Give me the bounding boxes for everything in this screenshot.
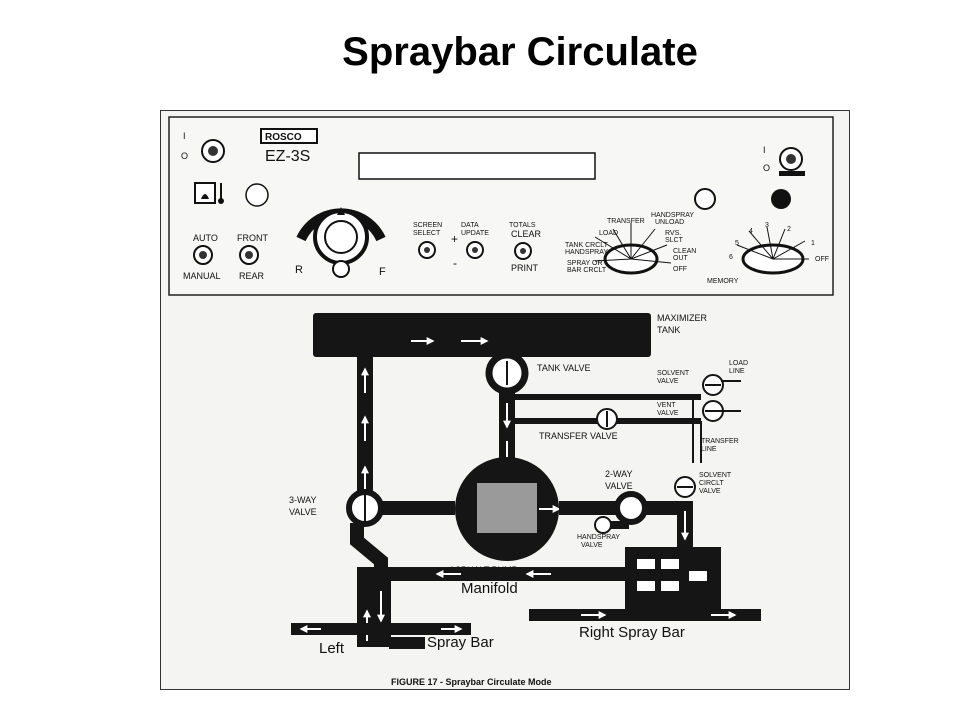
svg-text:R: R xyxy=(295,264,303,276)
svg-text:6: 6 xyxy=(729,254,733,261)
svg-text:BAR CRCLT: BAR CRCLT xyxy=(567,267,607,274)
plus-sign: + xyxy=(451,232,458,246)
svg-text:LINE: LINE xyxy=(701,446,717,453)
data-update-switch[interactable]: DATA UPDATE xyxy=(461,222,489,259)
power-switch-left[interactable]: I O xyxy=(181,131,225,163)
svg-text:3-WAY: 3-WAY xyxy=(289,495,317,505)
svg-text:Manifold: Manifold xyxy=(461,580,518,597)
svg-text:Left: Left xyxy=(319,640,345,657)
svg-text:AUTO: AUTO xyxy=(193,233,218,243)
svg-text:TANK VALVE: TANK VALVE xyxy=(537,363,591,373)
svg-text:LOAD: LOAD xyxy=(599,230,618,237)
manifold-pipe xyxy=(357,567,647,581)
maximizer-tank xyxy=(313,313,651,357)
auto-manual-switch[interactable]: AUTO MANUAL xyxy=(183,233,221,281)
svg-text:O: O xyxy=(181,151,188,161)
svg-text:HANDSPRAY: HANDSPRAY xyxy=(651,212,694,219)
svg-text:TANK CRCLT: TANK CRCLT xyxy=(565,242,609,249)
svg-text:VALVE: VALVE xyxy=(657,410,679,417)
svg-text:ROSCO: ROSCO xyxy=(265,132,302,143)
svg-text:UNLOAD: UNLOAD xyxy=(655,219,684,226)
svg-text:SELECT: SELECT xyxy=(413,230,441,237)
heater-icon xyxy=(194,182,224,204)
svg-text:VALVE: VALVE xyxy=(289,507,317,517)
brand-logo: ROSCO EZ-3S xyxy=(260,128,318,165)
two-way-valve xyxy=(614,491,648,525)
svg-text:CIRCLT: CIRCLT xyxy=(699,480,724,487)
svg-text:HANDSPRAY: HANDSPRAY xyxy=(565,249,608,256)
svg-text:VALVE: VALVE xyxy=(581,542,603,549)
memory-knob[interactable]: 6 5 4 3 2 1 OFF MEMORY xyxy=(707,222,829,285)
svg-text:O: O xyxy=(763,163,770,173)
minus-sign: - xyxy=(453,256,457,270)
svg-text:2: 2 xyxy=(787,226,791,233)
scanned-figure: I O ROSCO EZ-3S I O xyxy=(160,110,850,690)
svg-text:LOAD: LOAD xyxy=(729,360,748,367)
svg-text:SLCT: SLCT xyxy=(665,237,684,244)
page-title: Spraybar Circulate xyxy=(342,30,698,74)
svg-text:TRANSFER: TRANSFER xyxy=(607,218,645,225)
control-panel: I O ROSCO EZ-3S I O xyxy=(168,116,834,296)
flow-diagram: MAXIMIZER TANK TANK VALVE SOLVENT VALVE … xyxy=(289,313,761,687)
power-switch-right[interactable]: I O xyxy=(763,145,805,176)
svg-text:3: 3 xyxy=(765,222,769,229)
screen-select-switch[interactable]: SCREEN SELECT xyxy=(413,222,442,259)
lcd-display xyxy=(358,152,596,180)
svg-text:HANDSPRAY: HANDSPRAY xyxy=(577,534,620,541)
svg-text:OUT: OUT xyxy=(673,255,689,262)
svg-text:LINE: LINE xyxy=(729,368,745,375)
svg-text:CLEAN: CLEAN xyxy=(673,248,696,255)
svg-text:TRANSFER VALVE: TRANSFER VALVE xyxy=(539,431,618,441)
svg-text:SCREEN: SCREEN xyxy=(413,222,442,229)
svg-text:MEMORY: MEMORY xyxy=(707,278,739,285)
svg-text:VALVE: VALVE xyxy=(605,481,633,491)
svg-text:F: F xyxy=(379,266,386,278)
indicator-lamp xyxy=(245,183,269,207)
right-spray-bar xyxy=(529,609,761,621)
svg-text:Right Spray Bar: Right Spray Bar xyxy=(579,624,685,641)
svg-text:I: I xyxy=(183,131,186,141)
svg-text:UPDATE: UPDATE xyxy=(461,230,489,237)
svg-text:TRANSFER: TRANSFER xyxy=(701,438,739,445)
svg-text:RVS.: RVS. xyxy=(665,230,681,237)
svg-text:1: 1 xyxy=(811,240,815,247)
svg-text:PRINT: PRINT xyxy=(511,263,539,273)
svg-text:TOTALS: TOTALS xyxy=(509,222,536,229)
svg-text:FRONT: FRONT xyxy=(237,233,268,243)
svg-text:SOLVENT: SOLVENT xyxy=(699,472,732,479)
svg-text:5: 5 xyxy=(735,240,739,247)
svg-text:TANK: TANK xyxy=(657,325,680,335)
svg-text:I: I xyxy=(763,145,766,155)
svg-text:OFF: OFF xyxy=(815,256,829,263)
svg-text:VALVE: VALVE xyxy=(657,378,679,385)
figure-caption: FIGURE 17 - Spraybar Circulate Mode xyxy=(391,677,552,687)
svg-text:MANUAL: MANUAL xyxy=(183,271,221,281)
svg-text:SOLVENT: SOLVENT xyxy=(657,370,690,377)
svg-text:VALVE: VALVE xyxy=(699,488,721,495)
svg-text:OFF: OFF xyxy=(673,266,687,273)
front-rear-switch[interactable]: FRONT REAR xyxy=(237,233,268,281)
direction-knob[interactable]: R F xyxy=(295,207,386,278)
svg-text:Spray Bar: Spray Bar xyxy=(427,634,494,651)
svg-text:4: 4 xyxy=(749,228,753,235)
svg-text:EZ-3S: EZ-3S xyxy=(265,148,310,165)
svg-text:DATA: DATA xyxy=(461,222,479,229)
svg-text:REAR: REAR xyxy=(239,271,265,281)
totals-switch[interactable]: TOTALS CLEAR PRINT xyxy=(509,222,542,273)
left-spray-bar xyxy=(291,623,471,635)
svg-text:VENT: VENT xyxy=(657,402,676,409)
svg-text:SPRAY OR: SPRAY OR xyxy=(567,260,603,267)
svg-text:CLEAR: CLEAR xyxy=(511,229,542,239)
svg-text:2-WAY: 2-WAY xyxy=(605,469,633,479)
status-lamp xyxy=(694,188,716,210)
handspray-valve xyxy=(594,516,612,534)
maximizer-label: MAXIMIZER xyxy=(657,313,708,323)
mode-selector-knob[interactable]: TRANSFER HANDSPRAY UNLOAD LOAD RVS. SLCT… xyxy=(565,212,696,275)
figure-svg: I O ROSCO EZ-3S I O xyxy=(168,116,834,687)
alarm-lamp xyxy=(771,189,791,209)
